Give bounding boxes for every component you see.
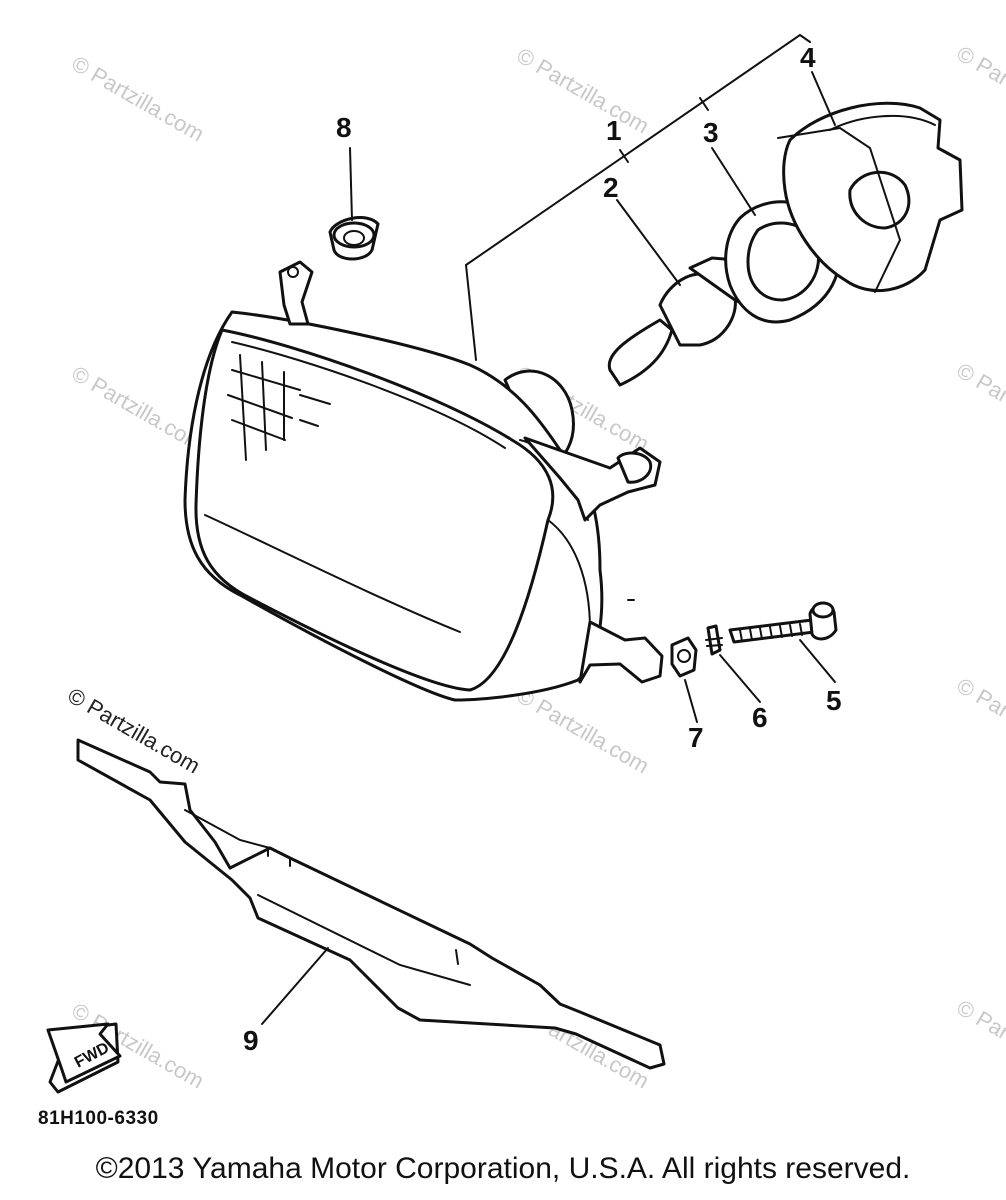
part-7-nut	[670, 636, 698, 678]
callout-6: 6	[752, 702, 768, 733]
callout-labels: 1 2 3 4 5 6 7 8 9	[243, 42, 842, 1056]
part-4-cover	[777, 101, 964, 293]
callout-2: 2	[603, 172, 619, 203]
watermark: © Partzilla.com	[513, 683, 654, 779]
watermark: © Partzilla.com	[68, 361, 209, 457]
watermark: © Partzilla.com	[953, 358, 1006, 454]
callout-1: 1	[606, 115, 622, 146]
callout-8: 8	[336, 112, 352, 143]
watermark: © Partzilla.com	[953, 673, 1006, 769]
part-5-screw	[728, 601, 838, 644]
part-6-spring-nut	[705, 624, 723, 656]
callout-5: 5	[826, 685, 842, 716]
part-9-cover-plate	[76, 738, 666, 1070]
copyright-notice: ©2013 Yamaha Motor Corporation, U.S.A. A…	[95, 1152, 911, 1185]
callout-3: 3	[703, 117, 719, 148]
callout-9: 9	[243, 1025, 259, 1056]
headlight-housing	[183, 260, 664, 702]
watermark: © Partzilla.com	[68, 51, 209, 147]
diagram-code: 81H100-6330	[38, 1108, 159, 1129]
fwd-arrow-icon: FWD	[46, 1022, 122, 1094]
callout-4: 4	[800, 42, 816, 73]
watermark: © Partzilla.com	[953, 995, 1006, 1091]
callout-7: 7	[688, 722, 704, 753]
watermark: © Partzilla.com	[953, 41, 1006, 137]
part-8-cap	[328, 216, 380, 261]
leader-lines	[261, 33, 836, 1025]
watermark: © Partzilla.com	[513, 43, 654, 139]
